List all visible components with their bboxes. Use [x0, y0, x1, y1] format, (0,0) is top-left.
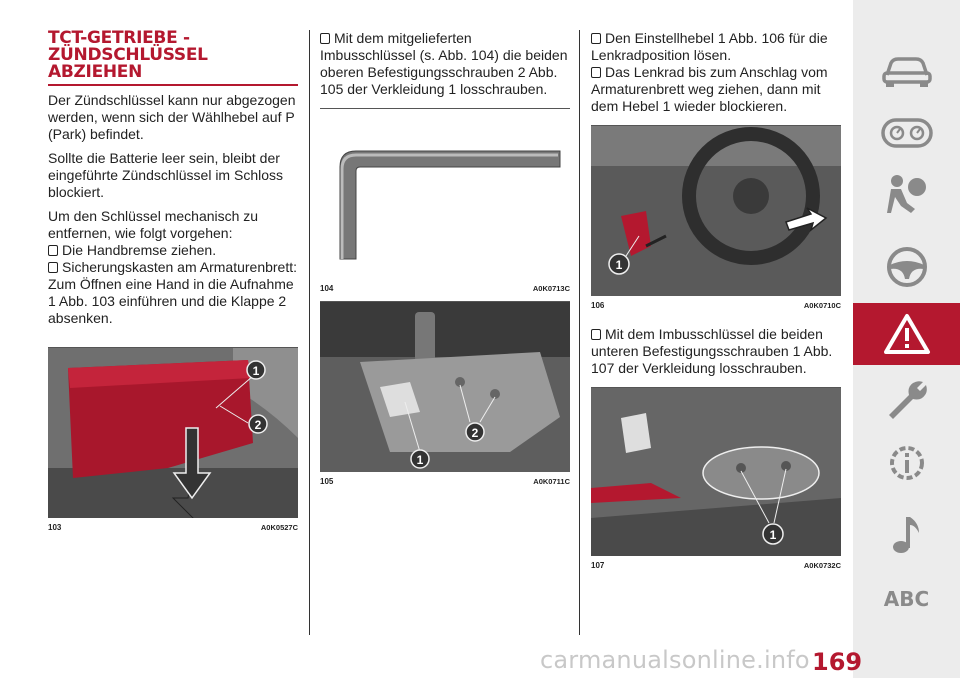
sidebar-item-dashboard[interactable] [853, 102, 960, 164]
column-2: Mit dem mitgelieferten Imbusschlüssel (s… [320, 30, 570, 486]
bullet-item: Mit dem mitgelieferten Imbusschlüssel (s… [320, 30, 570, 98]
column-divider [579, 30, 580, 635]
safety-airbag-icon [886, 175, 926, 213]
figure-number: 103 [48, 523, 62, 532]
figure-103: 1 2 103 A0K0527C [48, 347, 298, 532]
figure-caption: 103 A0K0527C [48, 518, 298, 532]
steering-wheel-icon [886, 247, 927, 287]
callout-2: 2 [255, 418, 262, 432]
figure-caption: 107 A0K0732C [591, 556, 841, 570]
figure-caption: 104 A0K0713C [320, 279, 570, 293]
abc-index-icon: ABC [883, 587, 930, 611]
page-number: 169 [812, 648, 863, 676]
column-3: Den Einstellhebel 1 Abb. 106 für die Len… [591, 30, 841, 570]
figure-caption: 105 A0K0711C [320, 472, 570, 486]
callout-1: 1 [253, 364, 260, 378]
sidebar-item-steering[interactable] [853, 236, 960, 298]
figure-code: A0K0710C [803, 301, 841, 310]
sidebar-item-maintenance[interactable] [853, 370, 960, 432]
figure-code: A0K0527C [260, 523, 298, 532]
heading-line-2: ZÜNDSCHLÜSSEL ABZIEHEN [48, 45, 208, 82]
paragraph: Um den Schlüssel mechanisch zu entfernen… [48, 208, 259, 241]
figure-number: 105 [320, 477, 334, 486]
heading-line-1: TCT-GETRIEBE - [48, 28, 190, 48]
paragraph: Der Zündschlüssel kann nur abgezogen wer… [48, 92, 296, 142]
figure-104-image [320, 109, 570, 279]
chapter-sidebar: ABC [853, 0, 960, 678]
sidebar-item-safety[interactable] [853, 164, 960, 226]
bullet-item: Sicherungskasten am Armaturenbrett: Zum … [48, 259, 298, 326]
music-note-icon [892, 517, 919, 553]
heading-rule [48, 84, 298, 86]
callout-1: 1 [770, 528, 777, 542]
sidebar-item-multimedia[interactable] [853, 504, 960, 566]
figure-107: 1 107 A0K0732C [591, 387, 841, 570]
warning-triangle-icon [883, 314, 930, 354]
figure-caption: 106 A0K0710C [591, 296, 841, 310]
bullet-item: Den Einstellhebel 1 Abb. 106 für die Len… [591, 30, 841, 64]
callout-1: 1 [417, 453, 424, 467]
sidebar-item-technical-data[interactable] [853, 432, 960, 494]
sidebar-item-car[interactable] [853, 40, 960, 102]
wrench-icon [888, 381, 927, 419]
bullet-item: Die Handbremse ziehen. [48, 242, 298, 259]
sidebar-item-emergency[interactable] [853, 303, 960, 365]
dashboard-gauges-icon [880, 118, 933, 148]
figure-107-image: 1 [591, 388, 841, 556]
figure-106-image: 1 [591, 126, 841, 296]
figure-104: 104 A0K0713C [320, 108, 570, 293]
figure-105: 1 2 105 A0K0711C [320, 301, 570, 486]
column-divider [309, 30, 310, 635]
figure-number: 106 [591, 301, 605, 310]
bullet-item: Mit dem Imbusschlüssel die beiden untere… [591, 326, 841, 377]
watermark: carmanualsonline.info [540, 646, 810, 674]
figure-106: 1 106 A0K0710C [591, 125, 841, 310]
sidebar-item-index[interactable]: ABC [853, 568, 960, 630]
figure-code: A0K0732C [803, 561, 841, 570]
callout-2: 2 [472, 426, 479, 440]
figure-number: 107 [591, 561, 605, 570]
callout-1: 1 [616, 258, 623, 272]
bullet-item: Das Lenkrad bis zum Anschlag vom Armatur… [591, 64, 841, 115]
paragraph: Sollte die Batterie leer sein, bleibt de… [48, 150, 284, 200]
figure-code: A0K0711C [533, 477, 570, 486]
figure-103-image: 1 2 [48, 348, 298, 518]
info-gear-icon [889, 446, 924, 480]
figure-code: A0K0713C [532, 284, 570, 293]
figure-number: 104 [320, 284, 334, 293]
column-1: TCT-GETRIEBE - ZÜNDSCHLÜSSEL ABZIEHEN De… [48, 30, 298, 532]
section-heading: TCT-GETRIEBE - ZÜNDSCHLÜSSEL ABZIEHEN [48, 30, 298, 81]
car-icon [881, 57, 932, 87]
figure-105-image: 1 2 [320, 302, 570, 472]
